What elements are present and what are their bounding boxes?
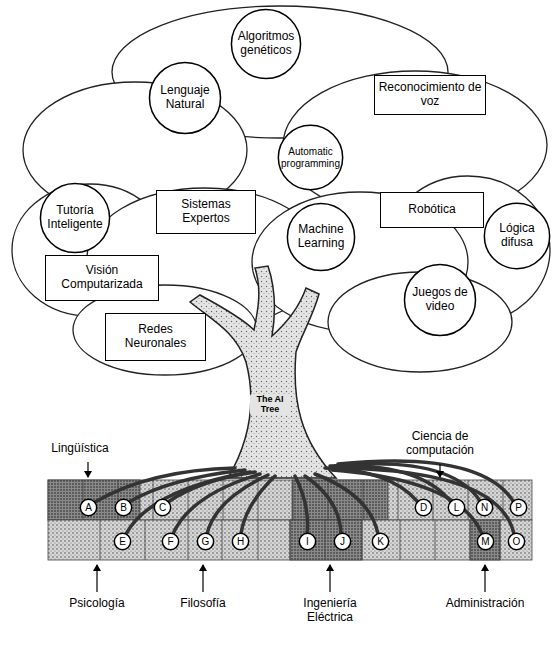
discipline-label: Administración bbox=[430, 597, 540, 611]
callout-letter: G bbox=[202, 536, 210, 548]
node-text-wrap: Juegos de video bbox=[407, 286, 474, 314]
node-text-wrap: M bbox=[481, 536, 489, 548]
root-letter-circle: P bbox=[510, 499, 527, 516]
node-label: Sistemas Expertos bbox=[160, 198, 252, 226]
node-text-wrap: B bbox=[120, 502, 127, 514]
root-letter-circle: D bbox=[415, 499, 432, 516]
root-letter-circle: A bbox=[80, 499, 97, 516]
callout-letter: E bbox=[119, 536, 126, 548]
root-letter-circle: M bbox=[477, 533, 494, 550]
node-text-wrap: E bbox=[119, 536, 126, 548]
node-text-wrap: A bbox=[85, 502, 92, 514]
node-text-wrap: D bbox=[420, 502, 427, 514]
discipline-label: Lingüística bbox=[30, 442, 130, 456]
box-node: Redes Neuronales bbox=[105, 313, 206, 361]
discipline-label: Ciencia de computación bbox=[380, 430, 500, 458]
callout-letter: P bbox=[515, 502, 522, 514]
trunk-title: The AI Tree bbox=[250, 394, 290, 415]
circle-node: Lógica difusa bbox=[483, 202, 551, 270]
box-node: Reconocimiento de voz bbox=[374, 75, 486, 115]
callout-letter: L bbox=[454, 502, 460, 514]
node-text-wrap: Robótica bbox=[408, 203, 455, 217]
node-text-wrap: Lógica difusa bbox=[486, 222, 547, 250]
root-letter-circle: L bbox=[448, 499, 465, 516]
node-text-wrap: Redes Neuronales bbox=[109, 323, 202, 351]
callout-letter: N bbox=[481, 502, 488, 514]
root-letter-circle: F bbox=[162, 533, 179, 550]
node-label: Algoritmos genéticos bbox=[234, 30, 299, 58]
circle-node: Automatic programming bbox=[277, 124, 344, 191]
tree-roots bbox=[95, 461, 514, 534]
node-text-wrap: Automatic programming bbox=[280, 146, 341, 169]
node-text-wrap: C bbox=[159, 502, 166, 514]
node-text-wrap: P bbox=[515, 502, 522, 514]
node-label: Visión Computarizada bbox=[49, 264, 155, 292]
node-label: Juegos de video bbox=[407, 286, 474, 314]
node-text-wrap: Visión Computarizada bbox=[49, 264, 155, 292]
callout-letter: D bbox=[420, 502, 427, 514]
callout-letter: I bbox=[306, 536, 309, 548]
callout-letter: F bbox=[167, 536, 173, 548]
callout-letter: M bbox=[481, 536, 489, 548]
tree-trunk bbox=[190, 266, 336, 478]
node-label: Tutoría Inteligente bbox=[43, 204, 108, 232]
node-label: Redes Neuronales bbox=[109, 323, 202, 351]
node-text-wrap: H bbox=[237, 536, 244, 548]
node-label: Reconocimiento de voz bbox=[378, 81, 482, 109]
callout-letter: H bbox=[237, 536, 244, 548]
callout-letter: B bbox=[120, 502, 127, 514]
root-letter-circle: H bbox=[232, 533, 249, 550]
node-text-wrap: F bbox=[167, 536, 173, 548]
node-text-wrap: L bbox=[454, 502, 460, 514]
callout-letter: C bbox=[159, 502, 166, 514]
callout-letter: A bbox=[85, 502, 92, 514]
canopy-cloud bbox=[12, 6, 550, 375]
node-text-wrap: K bbox=[377, 536, 384, 548]
circle-node: Machine Learning bbox=[286, 202, 356, 272]
box-node: Visión Computarizada bbox=[45, 255, 159, 301]
circle-node: Algoritmos genéticos bbox=[230, 8, 302, 80]
ground-layers bbox=[48, 480, 532, 560]
node-label: Lenguaje Natural bbox=[152, 84, 219, 112]
pointer-arrows bbox=[88, 462, 485, 592]
node-text-wrap: Tutoría Inteligente bbox=[43, 204, 108, 232]
root-letter-circle: I bbox=[299, 533, 316, 550]
node-text-wrap: Machine Learning bbox=[290, 223, 353, 251]
node-label: Machine Learning bbox=[290, 223, 353, 251]
node-label: Automatic programming bbox=[280, 146, 341, 169]
root-letter-circle: G bbox=[197, 533, 214, 550]
node-text-wrap: O bbox=[513, 536, 521, 548]
callout-letter: K bbox=[377, 536, 384, 548]
node-text-wrap: J bbox=[340, 536, 345, 548]
circle-node: Lenguaje Natural bbox=[148, 61, 222, 135]
root-letter-circle: C bbox=[154, 499, 171, 516]
node-text-wrap: Lenguaje Natural bbox=[152, 84, 219, 112]
root-letter-circle: O bbox=[508, 533, 525, 550]
node-label: Lógica difusa bbox=[486, 222, 547, 250]
discipline-label: Ingeniería Eléctrica bbox=[285, 597, 375, 625]
box-node: Sistemas Expertos bbox=[156, 190, 256, 234]
callout-letter: O bbox=[513, 536, 521, 548]
root-letter-circle: K bbox=[372, 533, 389, 550]
circle-node: Juegos de video bbox=[403, 263, 477, 337]
node-text-wrap: Sistemas Expertos bbox=[160, 198, 252, 226]
node-text-wrap: Algoritmos genéticos bbox=[234, 30, 299, 58]
box-node: Robótica bbox=[380, 192, 484, 228]
node-label: Robótica bbox=[408, 203, 455, 217]
node-text-wrap: G bbox=[202, 536, 210, 548]
node-text-wrap: N bbox=[481, 502, 488, 514]
discipline-label: Filosofía bbox=[160, 597, 246, 611]
circle-node: Tutoría Inteligente bbox=[39, 182, 111, 254]
callout-letter: J bbox=[340, 536, 345, 548]
root-letter-circle: J bbox=[334, 533, 351, 550]
root-letter-circle: E bbox=[114, 533, 131, 550]
node-text-wrap: Reconocimiento de voz bbox=[378, 81, 482, 109]
node-text-wrap: I bbox=[306, 536, 309, 548]
discipline-label: Psicología bbox=[50, 597, 144, 611]
root-letter-circle: B bbox=[115, 499, 132, 516]
root-letter-circle: N bbox=[476, 499, 493, 516]
